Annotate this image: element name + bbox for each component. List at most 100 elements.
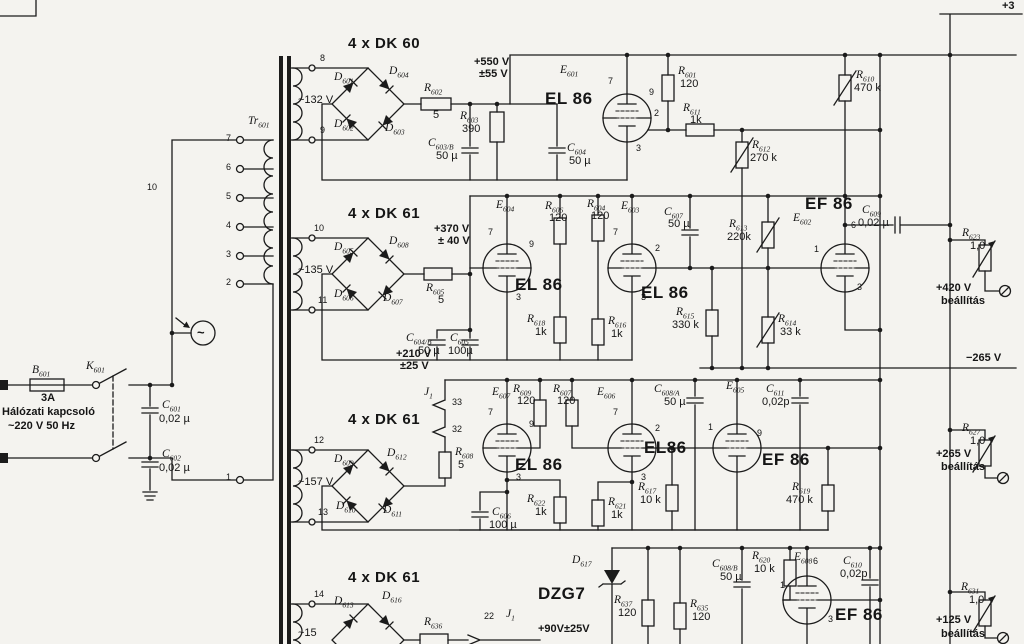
term-4: 4: [226, 220, 232, 230]
resistor-r621-icon: [591, 499, 605, 527]
c610-val: 0,02p: [840, 568, 868, 580]
resistor-r601-icon: [661, 74, 675, 102]
e605-pin1: 1: [708, 422, 714, 432]
c609-val: 0,02 µ: [858, 217, 889, 229]
term-6: 6: [226, 162, 232, 172]
resistor-r619-icon: [821, 484, 835, 512]
c608b-ref: C608/B: [712, 558, 738, 573]
resistor-r622-icon: [553, 496, 567, 524]
e603-ref: E603: [621, 200, 640, 215]
c603b-ref: C603/B: [428, 137, 454, 152]
term-7: 7: [226, 133, 232, 143]
resistor-r602-icon: [420, 97, 452, 111]
mains-note-1: Hálózati kapcsoló: [2, 406, 95, 418]
r604-val: 120: [591, 210, 610, 222]
r614-val: 33 k: [780, 326, 801, 338]
ef86-1: EF 86: [805, 194, 853, 213]
c608b-val: 50 µ: [720, 571, 742, 583]
e604-pin9: 9: [529, 239, 535, 249]
e602-pin1: 1: [814, 244, 820, 254]
tap-13: 13: [318, 507, 329, 517]
e608-pin3: 3: [828, 614, 834, 624]
r619-ref: R619: [792, 481, 811, 496]
r620-ref: R620: [752, 550, 771, 565]
r622-ref: R622: [527, 493, 546, 508]
terminal-265v-icon: [996, 471, 1010, 485]
supply-rail-1: [403, 54, 1017, 369]
r631-val: 1,0: [969, 594, 985, 606]
fuse-b601-icon: [29, 378, 65, 392]
supply-rail-4: [403, 547, 1010, 644]
e604-pin3: 3: [516, 292, 522, 302]
resistor-r615-icon: [705, 309, 719, 337]
d602-ref: D602: [334, 118, 354, 133]
d611-ref: D611: [383, 504, 403, 519]
v125: +125 V: [936, 614, 972, 626]
c604-ref: C604: [567, 142, 586, 157]
e608-ref: E608: [794, 551, 813, 566]
j1a-33: 33: [452, 397, 463, 407]
beallitas-3: beállítás: [941, 628, 986, 640]
wire-10: 10: [147, 182, 158, 192]
d607-ref: D607: [383, 292, 403, 307]
r627-ref: R627: [962, 422, 981, 437]
v370-1: +370 V: [434, 223, 470, 235]
w3-volt: ~157 V: [298, 476, 334, 488]
e602-pin3: 3: [857, 282, 863, 292]
r610-val: 470 k: [854, 82, 881, 94]
r612-val: 270 k: [750, 152, 777, 164]
d606-ref: D606: [334, 288, 354, 303]
c610-ref: C610: [843, 555, 862, 570]
r635-val: 120: [692, 611, 711, 623]
v-neg265: −265 V: [966, 352, 1002, 364]
r607-ref: R607: [553, 383, 572, 398]
e602-ref: E602: [793, 212, 812, 227]
tr601-ref: Tr601: [248, 115, 270, 130]
e608-pin1: 1: [780, 580, 786, 590]
r609-val: 120: [517, 395, 536, 407]
d603-ref: D603: [385, 122, 405, 137]
beallitas-2: beállítás: [941, 461, 986, 473]
r635-ref: R635: [690, 598, 709, 613]
el86-2: EL 86: [515, 275, 563, 294]
r623-ref: R623: [962, 227, 981, 242]
r613-val: 220k: [727, 231, 751, 243]
terminal-420v-icon: [998, 284, 1012, 298]
w1-volt: ~132 V: [298, 94, 334, 106]
ef86-3: EF 86: [835, 605, 883, 624]
r603-val: 390: [462, 123, 481, 135]
d605-ref: D605: [334, 241, 354, 256]
ef86-stage-2: [844, 216, 1012, 331]
r621-ref: R621: [608, 496, 627, 511]
r605-ref: R605: [426, 282, 445, 297]
e607-pin3: 3: [516, 472, 522, 482]
c604b-val: 50 µ: [418, 345, 440, 357]
j1b-22: 22: [484, 611, 495, 621]
r617-val: 10 k: [640, 494, 661, 506]
resistor-r610-icon: [838, 74, 852, 102]
tap-9: 9: [320, 125, 326, 135]
e605-pin9: 9: [757, 428, 763, 438]
d609-ref: D609: [334, 453, 354, 468]
r616-val: 1k: [611, 328, 623, 340]
v550-2: ±55 V: [479, 68, 508, 80]
el86-1: EL 86: [545, 89, 593, 108]
c602-ref: C602: [162, 448, 181, 463]
d616-ref: D616: [382, 590, 402, 605]
c606-val: 100 µ: [489, 519, 517, 531]
j1a-32: 32: [452, 424, 463, 434]
v370-2: ± 40 V: [438, 235, 470, 247]
d612-ref: D612: [387, 447, 407, 462]
c601-val: 0,02 µ: [159, 413, 190, 425]
r606-val: 120: [549, 212, 568, 224]
e607-pin9: 9: [529, 419, 535, 429]
resistor-r618-icon: [553, 316, 567, 344]
d613-ref: D613: [334, 595, 354, 610]
r610-ref: R610: [856, 69, 875, 84]
r607-val: 120: [557, 395, 576, 407]
resistor-r604-icon: [591, 214, 605, 242]
e603-pin3: 3: [641, 292, 647, 302]
c605-val: 100µ: [448, 345, 473, 357]
